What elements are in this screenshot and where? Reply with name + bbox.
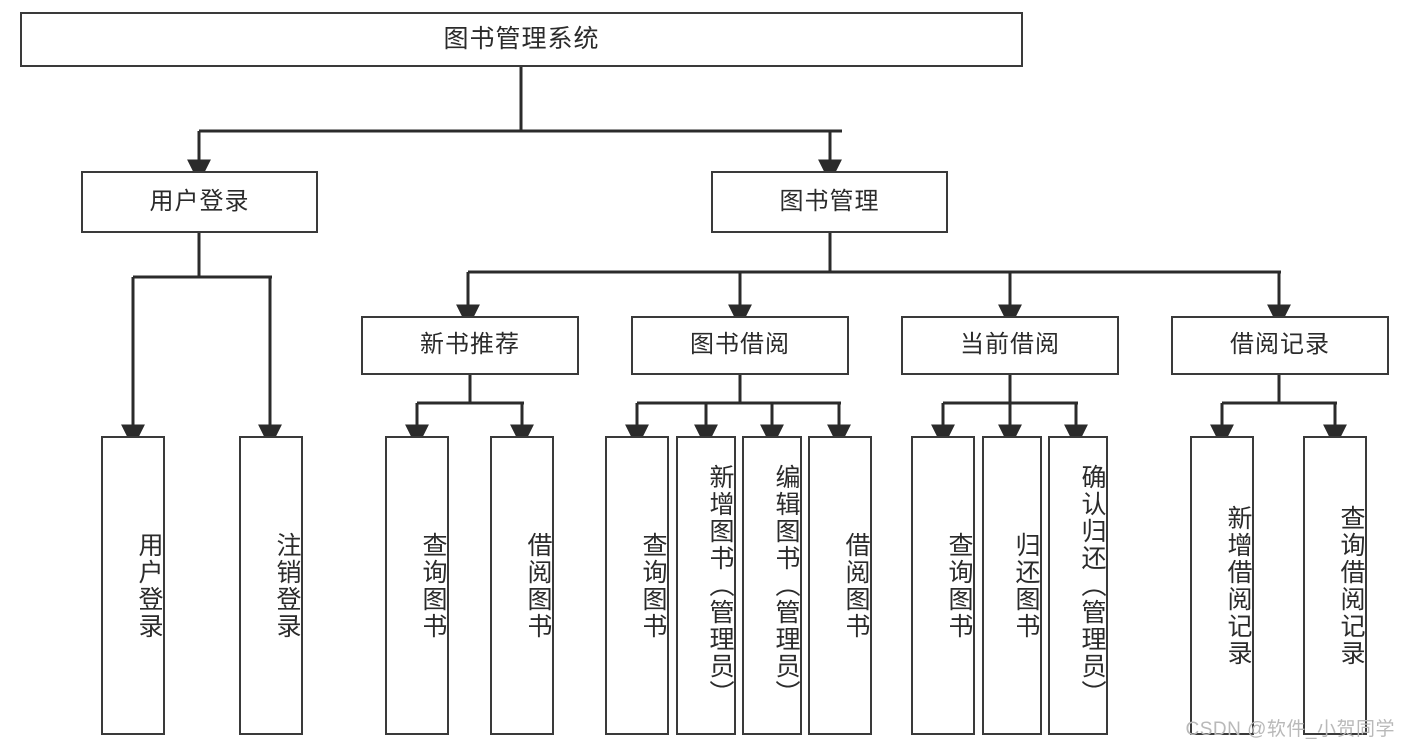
node-label: 借阅图书 — [524, 531, 552, 640]
node-current-borrow[interactable]: 当前借阅 — [901, 316, 1119, 375]
leaf-user-login-logout[interactable]: 注销登录 — [239, 436, 303, 735]
leaf-borrow-edit-book-admin[interactable]: 编辑图书（管理员） — [742, 436, 802, 735]
leaf-borrow-borrow-book[interactable]: 借阅图书 — [808, 436, 872, 735]
node-label: 新增借阅记录 — [1224, 504, 1252, 667]
node-label: 查询图书 — [419, 531, 447, 640]
node-user-login[interactable]: 用户登录 — [81, 171, 318, 233]
node-label: 确认归还（管理员） — [1078, 464, 1106, 707]
node-label: 归还图书 — [1012, 531, 1040, 640]
node-label: 图书管理系统 — [443, 24, 600, 53]
node-label: 查询借阅记录 — [1337, 504, 1365, 667]
csdn-watermark: CSDN @软件_小贺同学 — [1185, 719, 1395, 740]
leaf-borrow-query-book[interactable]: 查询图书 — [605, 436, 669, 735]
node-label: 新书推荐 — [420, 331, 520, 359]
node-label: 编辑图书（管理员） — [772, 464, 800, 707]
node-book-management[interactable]: 图书管理 — [711, 171, 948, 233]
node-label: 注销登录 — [273, 531, 301, 640]
node-new-book-recommend[interactable]: 新书推荐 — [361, 316, 579, 375]
node-label: 查询图书 — [945, 531, 973, 640]
leaf-recommend-query-book[interactable]: 查询图书 — [385, 436, 449, 735]
leaf-current-query-book[interactable]: 查询图书 — [911, 436, 975, 735]
node-root-system[interactable]: 图书管理系统 — [20, 12, 1023, 67]
leaf-recommend-borrow-book[interactable]: 借阅图书 — [490, 436, 554, 735]
node-book-borrow[interactable]: 图书借阅 — [631, 316, 849, 375]
node-label: 用户登录 — [135, 531, 163, 640]
leaf-record-query-record[interactable]: 查询借阅记录 — [1303, 436, 1367, 735]
leaf-current-return-book[interactable]: 归还图书 — [982, 436, 1042, 735]
node-label: 当前借阅 — [960, 331, 1060, 359]
node-label: 用户登录 — [149, 187, 250, 215]
node-label: 图书管理 — [779, 187, 880, 215]
leaf-record-add-record[interactable]: 新增借阅记录 — [1190, 436, 1254, 735]
leaf-borrow-add-book-admin[interactable]: 新增图书（管理员） — [676, 436, 736, 735]
node-borrow-record[interactable]: 借阅记录 — [1171, 316, 1389, 375]
node-label: 图书借阅 — [690, 331, 790, 359]
node-label: 借阅图书 — [842, 531, 870, 640]
leaf-current-confirm-return-admin[interactable]: 确认归还（管理员） — [1048, 436, 1108, 735]
leaf-user-login-login[interactable]: 用户登录 — [101, 436, 165, 735]
node-label: 借阅记录 — [1230, 331, 1330, 359]
node-label: 新增图书（管理员） — [706, 464, 734, 707]
node-label: 查询图书 — [639, 531, 667, 640]
